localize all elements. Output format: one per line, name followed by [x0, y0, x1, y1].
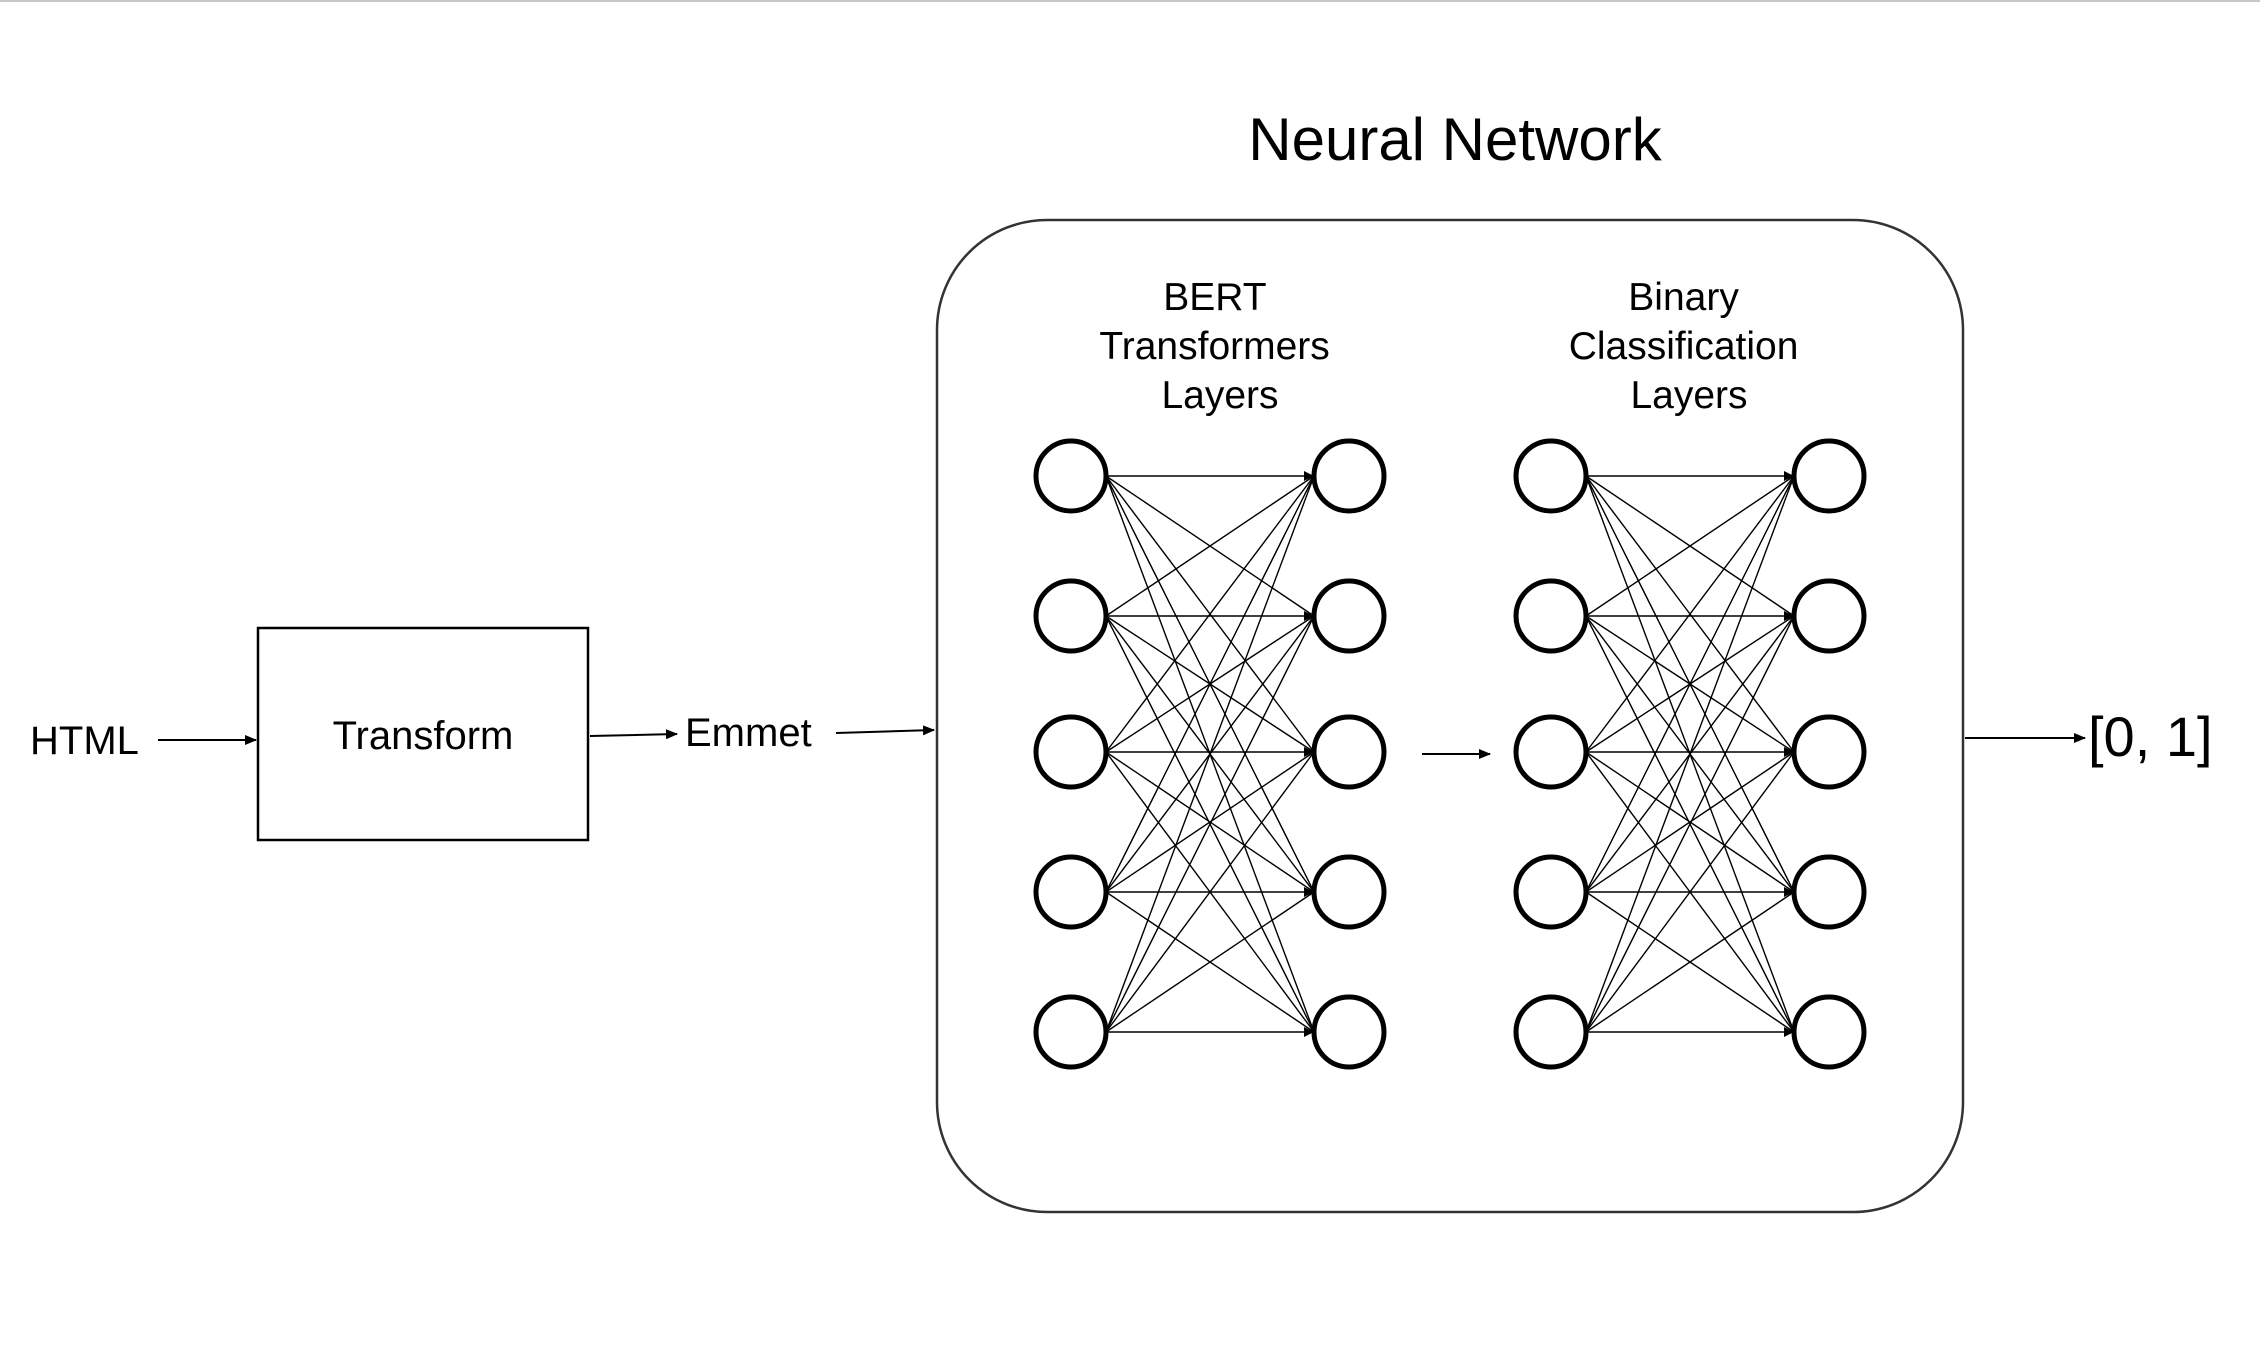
bert-output-node	[1311, 578, 1387, 654]
input-label-html: HTML	[30, 719, 139, 763]
bert-edge-arrowhead	[1304, 747, 1314, 757]
binary-output-node	[1791, 994, 1867, 1070]
bert-label-line-2: Transformers	[1099, 325, 1329, 368]
binary-edge-arrowhead	[1784, 471, 1794, 481]
binary-edge	[1585, 475, 1795, 1033]
binary-edge-arrowhead	[1784, 611, 1794, 621]
bert-edge	[1105, 475, 1315, 1033]
bert-label-line-1: BERT	[1163, 276, 1266, 319]
arrow-emmet-to-network	[835, 725, 935, 736]
bert-output-node	[1311, 714, 1387, 790]
bert-input-node	[1033, 438, 1109, 514]
binary-edge-arrowhead	[1784, 1027, 1794, 1037]
bert-output-node	[1311, 854, 1387, 930]
bert-edge	[1105, 751, 1315, 893]
binary-edge-arrowhead	[1784, 747, 1794, 757]
binary-output-node	[1791, 714, 1867, 790]
binary-output-node	[1791, 854, 1867, 930]
bert-edge	[1105, 475, 1315, 617]
bert-edge	[1105, 615, 1315, 1033]
transform-box	[256, 626, 590, 842]
top-border-line	[0, 0, 2260, 2]
diagram-title: Neural Network	[1248, 106, 1662, 173]
neural-network-container	[935, 218, 1965, 1214]
binary-output-node	[1791, 438, 1867, 514]
bert-label-line-3: Layers	[1161, 374, 1278, 417]
bert-edge-arrowhead	[1304, 1027, 1314, 1037]
network-edges	[1105, 471, 1795, 1037]
bert-edge-arrowhead	[1304, 611, 1314, 621]
arrow-transform-to-emmet	[589, 729, 678, 740]
network-nodes	[1033, 438, 1867, 1070]
binary-input-node	[1513, 438, 1589, 514]
binary-edge	[1585, 615, 1795, 1033]
bert-edge	[1105, 891, 1315, 1033]
bert-input-node	[1033, 994, 1109, 1070]
binary-edge	[1585, 475, 1795, 753]
binary-input-node	[1513, 854, 1589, 930]
bert-edge-arrowhead	[1304, 887, 1314, 897]
binary-edge	[1585, 475, 1795, 893]
bert-edge	[1105, 475, 1315, 753]
output-label: [0, 1]	[2088, 705, 2213, 768]
binary-input-node	[1513, 994, 1589, 1070]
binary-block-label: Binary Classification Layers	[1569, 276, 1810, 417]
binary-input-node	[1513, 714, 1589, 790]
binary-input-node	[1513, 578, 1589, 654]
binary-label-line-2: Classification	[1569, 325, 1799, 368]
bert-edge	[1105, 751, 1315, 1033]
binary-edge	[1585, 751, 1795, 1033]
bert-edge	[1105, 475, 1315, 893]
bert-output-node	[1311, 438, 1387, 514]
transform-label: Transform	[333, 714, 514, 758]
binary-output-node	[1791, 578, 1867, 654]
bert-input-node	[1033, 714, 1109, 790]
binary-edge	[1585, 751, 1795, 893]
bert-output-node	[1311, 994, 1387, 1070]
binary-label-line-1: Binary	[1628, 276, 1739, 319]
bert-edge-arrowhead	[1304, 471, 1314, 481]
bert-block-label: BERT Transformers Layers	[1099, 276, 1340, 417]
bert-input-node	[1033, 854, 1109, 930]
emmet-label: Emmet	[685, 711, 812, 755]
binary-label-line-3: Layers	[1630, 374, 1747, 417]
bert-input-node	[1033, 578, 1109, 654]
binary-edge	[1585, 891, 1795, 1033]
binary-edge-arrowhead	[1784, 887, 1794, 897]
binary-edge	[1585, 475, 1795, 617]
